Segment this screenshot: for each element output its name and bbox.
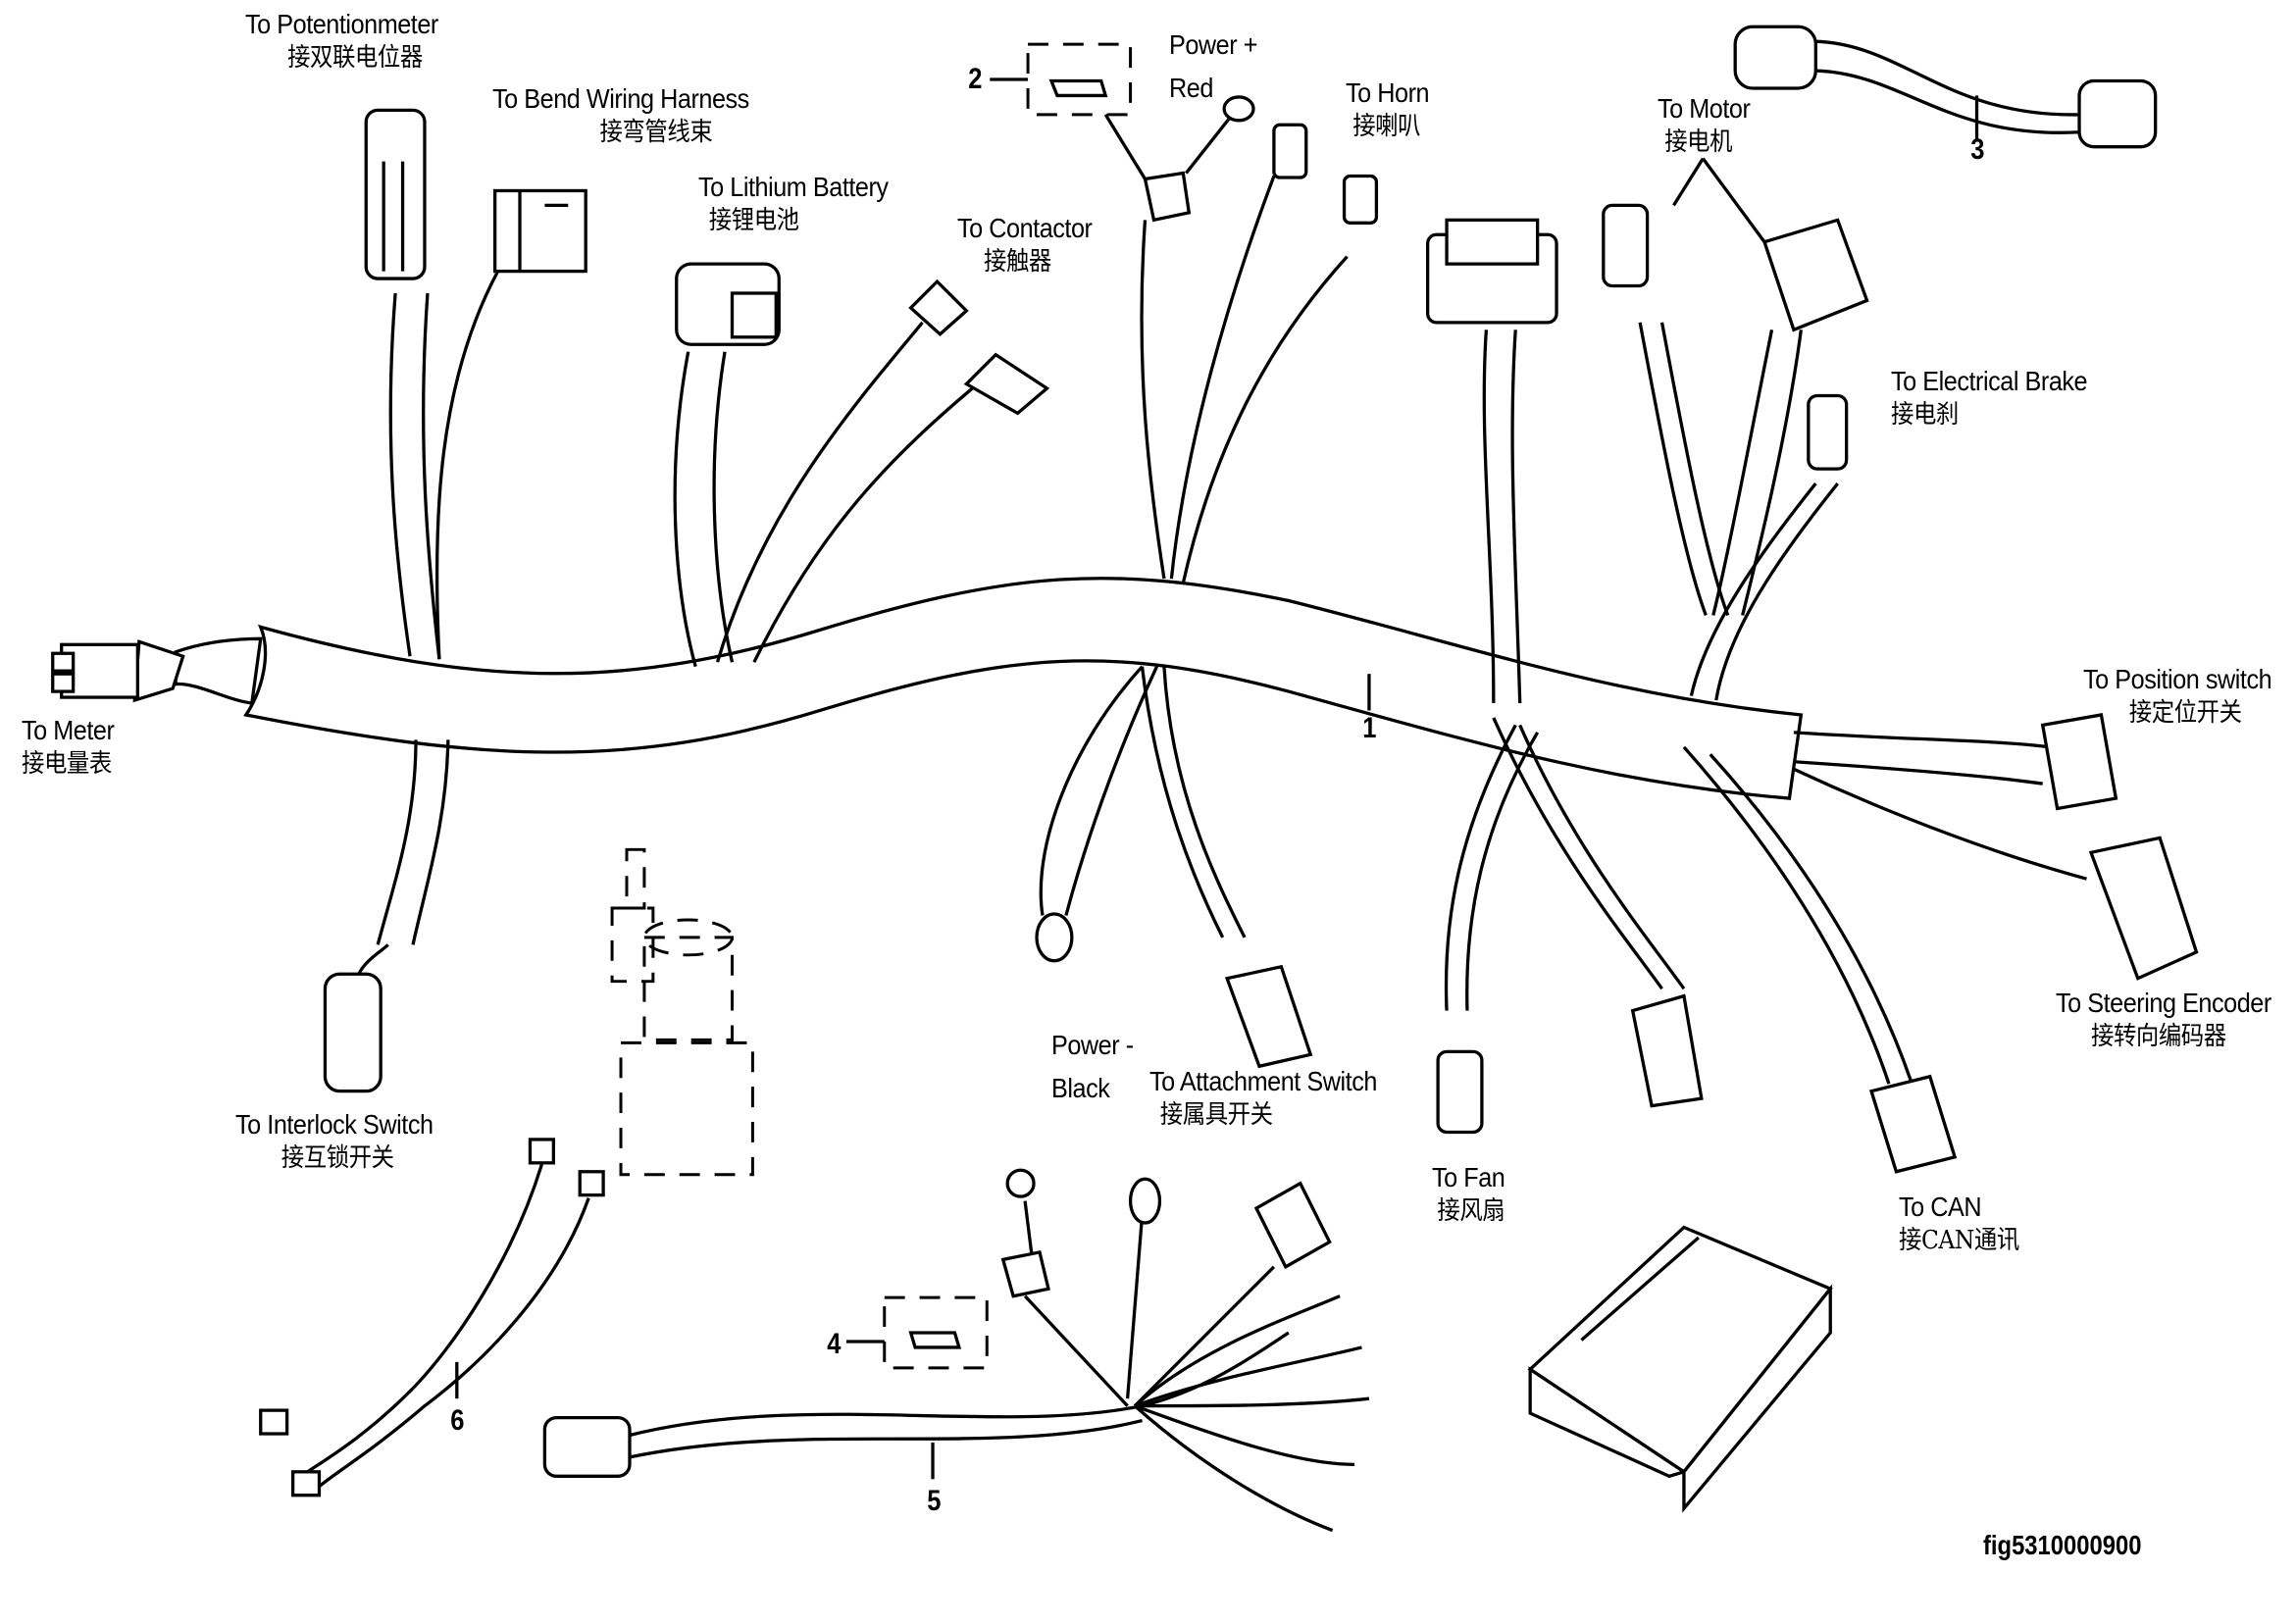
callout-1: 1 <box>1362 712 1377 744</box>
label-en: To Lithium Battery <box>698 172 889 202</box>
interlock-branch <box>323 739 450 1093</box>
label-zh: 接定位开关 <box>2128 698 2242 728</box>
label-power-plus: Power + Red <box>1169 24 1257 110</box>
motor-branch <box>1426 157 1869 704</box>
label-horn: To Horn 接喇叭 <box>1346 76 1430 143</box>
label-en-2: Black <box>1051 1073 1110 1103</box>
horn-branch <box>1169 123 1379 583</box>
callout-6: 6 <box>450 1404 465 1437</box>
label-en: To Horn <box>1346 77 1430 108</box>
main-harness-sleeve <box>243 577 1804 800</box>
label-en: To Position switch <box>2083 664 2272 694</box>
label-steering-encoder: To Steering Encoder 接转向编码器 <box>2056 987 2271 1053</box>
label-en: To CAN <box>1899 1192 1982 1222</box>
label-zh: 接CAN通讯 <box>1899 1226 2019 1255</box>
label-lithium-battery: To Lithium Battery 接锂电池 <box>698 171 889 237</box>
label-meter: To Meter 接电量表 <box>22 714 115 781</box>
label-en: To Meter <box>22 715 115 745</box>
label-en: To Attachment Switch <box>1149 1066 1377 1096</box>
callout-5: 5 <box>927 1485 942 1517</box>
label-zh: 接电刹 <box>1891 400 1959 430</box>
label-motor: To Motor 接电机 <box>1658 92 1751 159</box>
label-en: To Contactor <box>957 213 1093 243</box>
label-attachment-switch: To Attachment Switch 接属具开关 <box>1149 1065 1377 1132</box>
label-zh: 接转向编码器 <box>2091 1022 2226 1051</box>
meter-connector <box>51 636 263 705</box>
power-plus-branch <box>990 42 1255 580</box>
callout-3: 3 <box>1970 133 1985 166</box>
label-zh: 接锂电池 <box>708 206 799 235</box>
label-interlock-switch: To Interlock Switch 接互锁开关 <box>235 1108 434 1175</box>
label-zh: 接风扇 <box>1437 1196 1505 1226</box>
lithium-battery-branch <box>673 262 781 668</box>
label-potentiometer: To Potentionmeter 接双联电位器 <box>245 8 438 75</box>
can-branch <box>1492 717 1958 1174</box>
callout-4: 4 <box>827 1328 842 1360</box>
contactor-branch <box>715 279 1050 663</box>
label-en-2: Red <box>1169 73 1213 103</box>
label-position-switch: To Position switch 接定位开关 <box>2083 663 2272 730</box>
label-en: To Motor <box>1658 93 1751 124</box>
label-zh: 接属具开关 <box>1159 1100 1273 1130</box>
label-electrical-brake: To Electrical Brake 接电刹 <box>1891 365 2088 431</box>
electrical-brake-branch <box>1689 393 1849 701</box>
label-zh: 接喇叭 <box>1352 112 1421 141</box>
label-en: Power + <box>1169 29 1257 60</box>
fan-branch <box>1436 724 1540 1135</box>
label-zh: 接触器 <box>984 247 1051 277</box>
label-en: Power - <box>1051 1030 1134 1060</box>
relay-component <box>610 847 754 1177</box>
label-en: To Interlock Switch <box>235 1109 434 1140</box>
power-minus-branch <box>1035 665 1313 1069</box>
bend-harness-branch <box>434 188 587 660</box>
controller-box <box>1527 1225 1833 1513</box>
label-en: To Fan <box>1432 1162 1505 1192</box>
label-zh: 接双联电位器 <box>287 43 423 73</box>
part-3-cable <box>1733 25 2158 149</box>
label-can: To CAN 接CAN通讯 <box>1899 1191 2019 1257</box>
label-en: To Electrical Brake <box>1891 366 2088 396</box>
potentiometer-branch <box>364 108 441 660</box>
label-zh: 接电量表 <box>22 749 112 779</box>
label-zh: 接互锁开关 <box>281 1143 394 1173</box>
label-en: To Bend Wiring Harness <box>492 83 749 114</box>
label-fan: To Fan 接风扇 <box>1432 1161 1505 1228</box>
label-power-minus: Power - Black <box>1051 1024 1134 1110</box>
label-zh: 接电机 <box>1664 127 1733 157</box>
callout-2: 2 <box>968 63 983 95</box>
position-encoder-branch <box>1793 713 2199 981</box>
part-5-cable <box>542 1168 1370 1533</box>
label-en: To Steering Encoder <box>2056 988 2271 1018</box>
label-bend-harness: To Bend Wiring Harness 接弯管线束 <box>492 82 749 149</box>
label-contactor: To Contactor 接触器 <box>957 212 1093 279</box>
part-6-cable <box>259 1138 605 1497</box>
label-en: To Potentionmeter <box>245 9 438 39</box>
figure-id: fig5310000900 <box>1983 1530 2142 1560</box>
label-zh: 接弯管线束 <box>599 118 713 147</box>
